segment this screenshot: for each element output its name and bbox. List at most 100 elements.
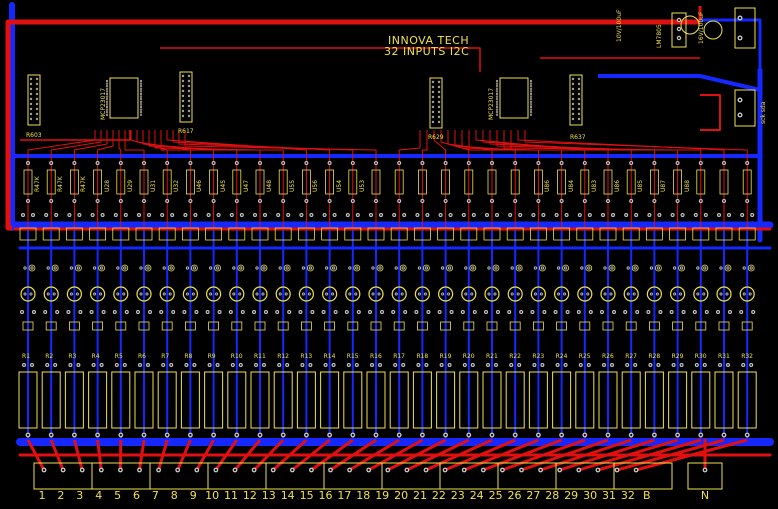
diode-outline bbox=[184, 321, 196, 331]
pad-hole bbox=[530, 111, 532, 113]
opto-outline bbox=[646, 227, 663, 241]
pad-hole bbox=[22, 214, 24, 216]
pad-hole bbox=[679, 293, 682, 295]
cap-small bbox=[237, 264, 245, 272]
pad-hole bbox=[263, 364, 265, 366]
pad-hole bbox=[743, 293, 745, 295]
pad-hole bbox=[729, 311, 731, 313]
diode-outline bbox=[672, 321, 683, 331]
pad-hole bbox=[438, 91, 440, 93]
relay-label: R10 bbox=[230, 353, 243, 360]
terminal-label: 22 bbox=[431, 489, 446, 502]
resistor-outline bbox=[162, 169, 172, 195]
pad-hole bbox=[633, 293, 635, 295]
diode-outline bbox=[370, 321, 382, 331]
pad-hole bbox=[557, 293, 560, 295]
pad-hole bbox=[140, 293, 142, 295]
pad-hole bbox=[379, 364, 381, 366]
pad-hole bbox=[496, 88, 498, 90]
opto-outline bbox=[437, 227, 455, 241]
pad-hole bbox=[328, 162, 331, 164]
opto-outline bbox=[367, 227, 385, 241]
pad-hole bbox=[540, 293, 543, 295]
terminal-label: 4 bbox=[95, 489, 103, 502]
diode-outline bbox=[231, 321, 243, 331]
pad-hole bbox=[566, 311, 569, 313]
pad-hole bbox=[183, 311, 186, 313]
pad-hole bbox=[394, 364, 397, 366]
relay-outline bbox=[644, 371, 664, 429]
relay-label: R21 bbox=[486, 353, 498, 360]
output-wire bbox=[463, 438, 539, 472]
pad-hole bbox=[728, 214, 730, 216]
pad-hole bbox=[611, 267, 613, 269]
relay-outline bbox=[598, 371, 618, 429]
pad-hole bbox=[537, 162, 540, 164]
pad-hole bbox=[673, 293, 676, 295]
pad-hole bbox=[255, 364, 257, 366]
relay-label: R14 bbox=[323, 353, 336, 360]
pad-hole bbox=[30, 98, 32, 100]
pad-hole bbox=[602, 214, 604, 216]
pad-hole bbox=[395, 293, 397, 295]
pad-hole bbox=[30, 88, 32, 90]
pad-hole bbox=[496, 90, 498, 92]
input-trace bbox=[154, 130, 261, 230]
output-wire bbox=[157, 439, 169, 471]
transistor-outline bbox=[298, 286, 314, 302]
pad-hole bbox=[44, 311, 47, 313]
pad-hole bbox=[520, 311, 523, 313]
resistor-outline bbox=[46, 169, 56, 195]
pad-hole bbox=[672, 364, 675, 366]
pad-hole bbox=[347, 364, 350, 366]
cap-small bbox=[678, 264, 685, 272]
pad-hole bbox=[372, 267, 374, 269]
pad-hole bbox=[589, 311, 592, 313]
rnet-outline bbox=[569, 74, 583, 126]
relay-label: R12 bbox=[277, 353, 289, 360]
pad-hole bbox=[93, 293, 96, 295]
diode-outline bbox=[741, 321, 753, 331]
component-label: 10V/100uF bbox=[616, 9, 623, 42]
relay-label: R11 bbox=[254, 353, 266, 360]
pad-hole bbox=[627, 293, 629, 295]
pad-hole bbox=[738, 36, 742, 40]
pad-hole bbox=[291, 468, 294, 472]
component-label: U28 bbox=[103, 179, 111, 192]
cap-small bbox=[539, 264, 546, 272]
pad-hole bbox=[256, 293, 258, 295]
pad-hole bbox=[351, 200, 354, 202]
rnet-label: R603 bbox=[26, 132, 42, 139]
pad-hole bbox=[432, 101, 434, 103]
pad-hole bbox=[99, 293, 102, 295]
pad-hole bbox=[286, 364, 289, 366]
pad-hole bbox=[578, 93, 580, 95]
pad-hole bbox=[106, 96, 108, 98]
pad-hole bbox=[743, 267, 745, 269]
pad-hole bbox=[740, 311, 743, 313]
output-wire bbox=[138, 439, 146, 471]
pad-hole bbox=[279, 267, 281, 269]
component-label: U54 bbox=[335, 179, 343, 192]
pad-hole bbox=[119, 433, 122, 437]
rnet-outline bbox=[179, 71, 193, 123]
pad-hole bbox=[24, 293, 26, 295]
cap-small bbox=[747, 264, 755, 272]
component-label: R47K bbox=[57, 176, 65, 192]
pad-hole bbox=[496, 83, 498, 85]
pad-hole bbox=[467, 433, 470, 437]
opto-outline bbox=[228, 227, 246, 241]
terminal-label: 8 bbox=[170, 489, 178, 502]
opto-outline bbox=[42, 227, 60, 241]
pad-hole bbox=[720, 293, 722, 295]
relay-label: R15 bbox=[346, 353, 359, 360]
resistor-outline bbox=[278, 169, 288, 195]
resistor-outline bbox=[23, 169, 33, 195]
pad-hole bbox=[62, 468, 65, 472]
transistor-outline bbox=[461, 286, 477, 302]
diode-outline bbox=[625, 321, 637, 331]
output-wire bbox=[96, 439, 103, 471]
pad-hole bbox=[160, 311, 163, 313]
pad-hole bbox=[124, 267, 126, 269]
relay-label: R7 bbox=[161, 353, 170, 360]
